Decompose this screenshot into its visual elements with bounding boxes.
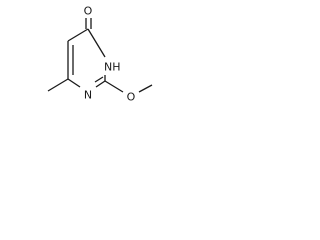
carbonyl-oxygen-label: O (84, 5, 93, 18)
bond-c6-methyl (47, 78, 69, 92)
bond-c2-o-ether (104, 80, 124, 93)
bond-n1-c2 (95, 80, 106, 88)
bond-c6-n1 (67, 78, 81, 88)
molecule-structure: O NH N O (47, 5, 153, 104)
bond-n3-c4 (87, 28, 106, 58)
ring-nh-label: NH (104, 61, 121, 74)
ether-oxygen-label: O (127, 91, 136, 104)
bond-c4-c5 (67, 28, 89, 42)
bond-n1-c2-inner (94, 76, 104, 83)
bond-o-ether-methyl (138, 84, 153, 93)
ring-n-label: N (84, 89, 92, 102)
